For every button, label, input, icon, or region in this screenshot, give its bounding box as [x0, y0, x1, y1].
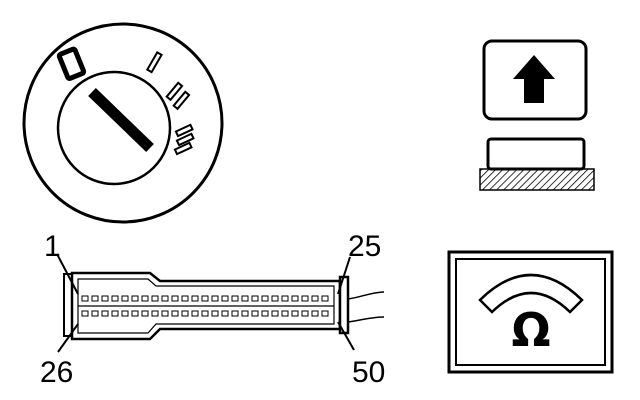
pin-cavity	[221, 310, 229, 317]
pin-cavity	[201, 310, 209, 317]
pin-cavity	[141, 310, 149, 317]
leader-pin-26	[57, 323, 79, 353]
wire-bottom	[347, 316, 385, 323]
pin-cavity	[91, 295, 99, 302]
pin-cavity	[181, 310, 189, 317]
pin-cavity	[141, 295, 149, 302]
pin-cavity	[151, 310, 159, 317]
pin-cavity	[251, 295, 259, 302]
leader-pin-25	[337, 256, 351, 295]
connector-icon: 1 25 26 50	[40, 230, 385, 389]
pin-cavity	[201, 295, 209, 302]
pin-cavity	[271, 295, 279, 302]
pin-cavity	[101, 310, 109, 317]
pin-cavity	[191, 295, 199, 302]
pin-cavity	[261, 295, 269, 302]
leader-pin-50	[337, 321, 355, 351]
pin-cavity	[171, 295, 179, 302]
pin-cavity	[291, 295, 299, 302]
pin-cavity	[181, 295, 189, 302]
pin-cavity	[131, 295, 139, 302]
pin-cavity	[231, 295, 239, 302]
wire-top	[347, 291, 385, 300]
pin-cavity	[321, 295, 329, 302]
pin-cavity	[101, 295, 109, 302]
pin-cavity	[131, 310, 139, 317]
pin-cavity	[111, 295, 119, 302]
pin-cavity	[271, 310, 279, 317]
pin-cavity	[311, 310, 319, 317]
pin-cavity	[311, 295, 319, 302]
pin-cavity	[91, 310, 99, 317]
pin-cavity	[191, 310, 199, 317]
pin-cavity	[241, 295, 249, 302]
hatched-base	[479, 168, 595, 191]
pin-cavity	[151, 295, 159, 302]
pin-cavity	[261, 310, 269, 317]
pin-cavity	[301, 310, 309, 317]
ignition-switch-icon: 0	[0, 0, 224, 224]
pin-label-50: 50	[352, 356, 385, 389]
pin-cavity	[281, 295, 289, 302]
pin-cavity	[241, 310, 249, 317]
pin-cavity	[81, 310, 89, 317]
meter-scale-arc	[478, 273, 584, 314]
up-arrow-icon	[513, 55, 555, 103]
pin-cavity	[81, 295, 89, 302]
pin-cavity	[281, 310, 289, 317]
pin-cavity	[211, 310, 219, 317]
leader-pin-1	[56, 253, 79, 295]
pin-cavity	[171, 310, 179, 317]
pin-cavity	[231, 310, 239, 317]
pin-cavity	[121, 295, 129, 302]
position-zero-marker: 0	[0, 0, 87, 81]
position-ticks	[145, 50, 195, 156]
pin-cavity	[301, 295, 309, 302]
ohm-symbol: Ω	[511, 303, 550, 357]
pin-row-bottom	[81, 310, 329, 317]
pin-cavity	[221, 295, 229, 302]
pin-cavity	[321, 310, 329, 317]
pin-cavity	[211, 295, 219, 302]
pin-cavity	[251, 310, 259, 317]
pin-label-1: 1	[44, 230, 61, 263]
pin-cavity	[111, 310, 119, 317]
pin-cavity	[291, 310, 299, 317]
pin-cavity	[121, 310, 129, 317]
pin-row-top	[81, 295, 329, 302]
disconnect-arrow-icon	[479, 39, 595, 191]
pin-cavity	[161, 310, 169, 317]
position-zero-label: 0	[0, 0, 1, 1]
pin-cavity	[161, 295, 169, 302]
ohmmeter-icon: Ω	[447, 250, 614, 374]
pin-label-26: 26	[40, 356, 73, 389]
pin-label-25: 25	[348, 230, 381, 263]
